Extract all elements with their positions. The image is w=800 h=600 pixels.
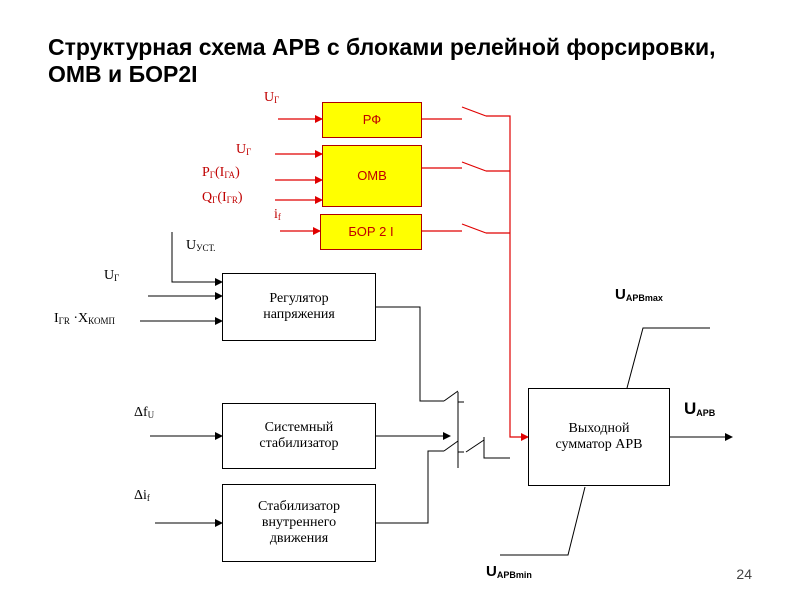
omv-p-input-label: PГ(IГА): [202, 165, 240, 180]
u-ust-label: UУСТ.: [186, 238, 216, 253]
omv-label: ОМВ: [357, 168, 387, 183]
bor-label: БОР 2 I: [348, 224, 394, 239]
switch-output-blade: [465, 439, 485, 453]
rf-label: РФ: [362, 112, 382, 127]
bor-i-input-label: if: [274, 207, 281, 222]
switch-contact-1: [443, 390, 459, 402]
voltage-regulator-block: Регулятор напряжения: [222, 273, 376, 341]
relay-bus: [486, 115, 529, 441]
rf-block: РФ: [322, 102, 422, 138]
reg-ix-label: IГR ·XКОМП: [54, 311, 115, 326]
regulator-output: [376, 306, 444, 402]
omv-block: ОМВ: [322, 145, 422, 207]
regulator-label: Регулятор напряжения: [263, 291, 335, 322]
delta-f-label: ΔfU: [134, 405, 155, 420]
rf-u-input-label: UГ: [264, 90, 280, 105]
output-sum-label: Выходной сумматор АРВ: [555, 421, 643, 452]
max-limit-line: [626, 327, 710, 389]
omv-q-input-label: QГ(IГR): [202, 190, 243, 205]
rf-contact: [461, 106, 487, 117]
internal-stab-label: Стабилизатор внутреннего движения: [257, 499, 341, 546]
switch-contact-2: [443, 440, 459, 452]
omv-contact: [461, 161, 487, 172]
u-arv-label: UАРВ: [684, 399, 716, 418]
system-stab-label: Системный стабилизатор: [259, 420, 339, 451]
output-summator-block: Выходной сумматор АРВ: [528, 388, 670, 486]
reg-u-label: UГ: [104, 268, 120, 283]
page-number: 24: [736, 566, 752, 582]
internal-stab-output: [376, 450, 444, 524]
u-ust-line: [171, 232, 223, 286]
bor-contact: [461, 223, 487, 234]
min-limit-line: [500, 486, 586, 556]
internal-stabilizer-block: Стабилизатор внутреннего движения: [222, 484, 376, 562]
page-title: Структурная схема АРВ с блоками релейной…: [48, 34, 716, 87]
u-arv-max-label: UАРВmax: [615, 286, 663, 303]
delta-i-label: Δif: [134, 488, 150, 503]
system-stabilizer-block: Системный стабилизатор: [222, 403, 376, 469]
switch-output: [483, 437, 510, 459]
omv-u-input-label: UГ: [236, 142, 252, 157]
bor-block: БОР 2 I: [320, 214, 422, 250]
u-arv-min-label: UАРВmin: [486, 563, 532, 580]
